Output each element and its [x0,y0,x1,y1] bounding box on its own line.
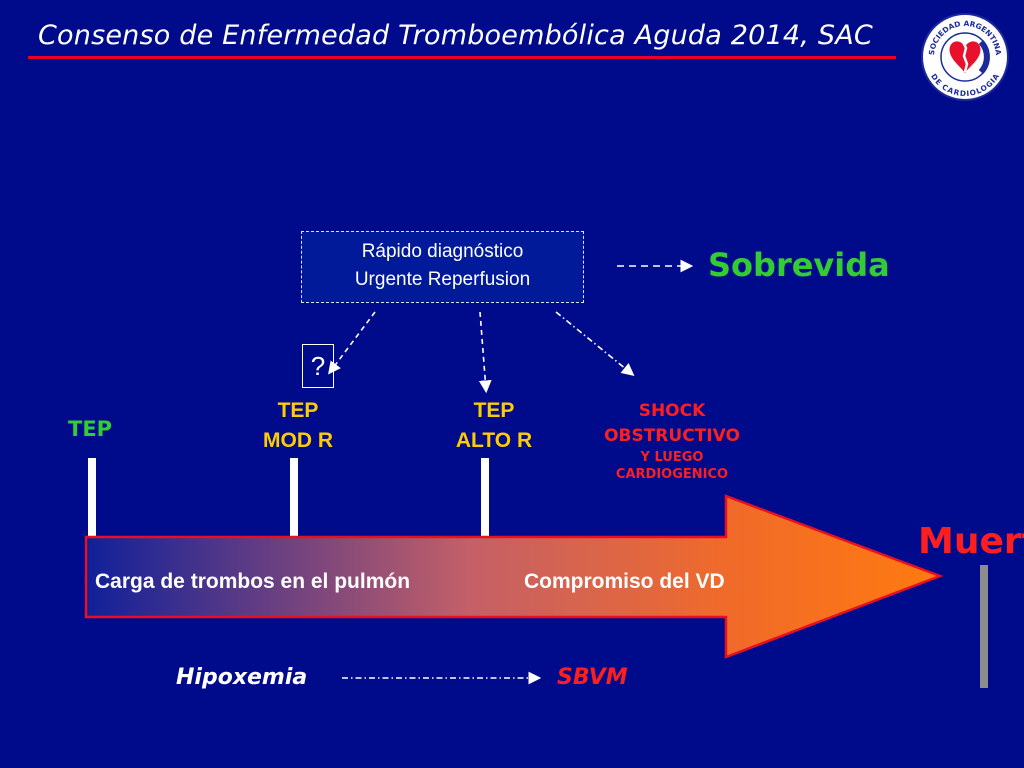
title-underline [28,56,896,59]
sbvm-label: SBVM [557,665,628,690]
tick-tep-mod [290,458,298,540]
arrow-to-tep-alto [478,311,492,394]
stage-tep-alto-line-1: TEP [473,399,515,422]
death-label: Muerte [918,521,1024,562]
diagnosis-line-2: Urgente Reperfusion [354,269,531,290]
diagnosis-box: Rápido diagnóstico Urgente Reperfusion [301,231,584,303]
hypoxemia-label: Hipoxemia [176,665,308,690]
arrow-to-question [328,311,376,375]
stage-tep-mod-line-2: MOD R [263,429,333,452]
stage-tep-mod-line-1: TEP [277,399,319,422]
slide-title: Consenso de Enfermedad Tromboembólica Ag… [38,20,873,51]
stage-shock-line-2: OBSTRUCTIVO [604,426,740,446]
tick-tep [88,458,96,540]
survival-label: Sobrevida [708,246,890,284]
stage-tep-label: TEP [68,417,113,441]
arrow-to-shock [555,311,635,377]
diagnosis-line-1: Rápido diagnóstico [361,241,524,262]
tick-death [980,565,988,688]
arrow-left-text: Carga de trombos en el pulmón [95,570,411,593]
stage-tep-mod-label: TEP MOD R [240,396,356,456]
arrow-right-text: Compromiso del VD [524,570,725,593]
stage-shock-label: SHOCK OBSTRUCTIVO Y LUEGO CARDIOGENICO [572,399,772,483]
stage-tep-alto-label: TEP ALTO R [436,396,552,456]
stage-shock-line-4: CARDIOGENICO [615,467,729,482]
stage-shock-line-3: Y LUEGO [640,450,704,465]
stage-tep-alto-line-2: ALTO R [455,429,533,452]
stage-shock-line-1: SHOCK [638,401,706,421]
sac-logo-icon: SOCIEDAD ARGENTINA DE CARDIOLOGIA [921,13,1009,101]
tick-tep-alto [481,458,489,540]
